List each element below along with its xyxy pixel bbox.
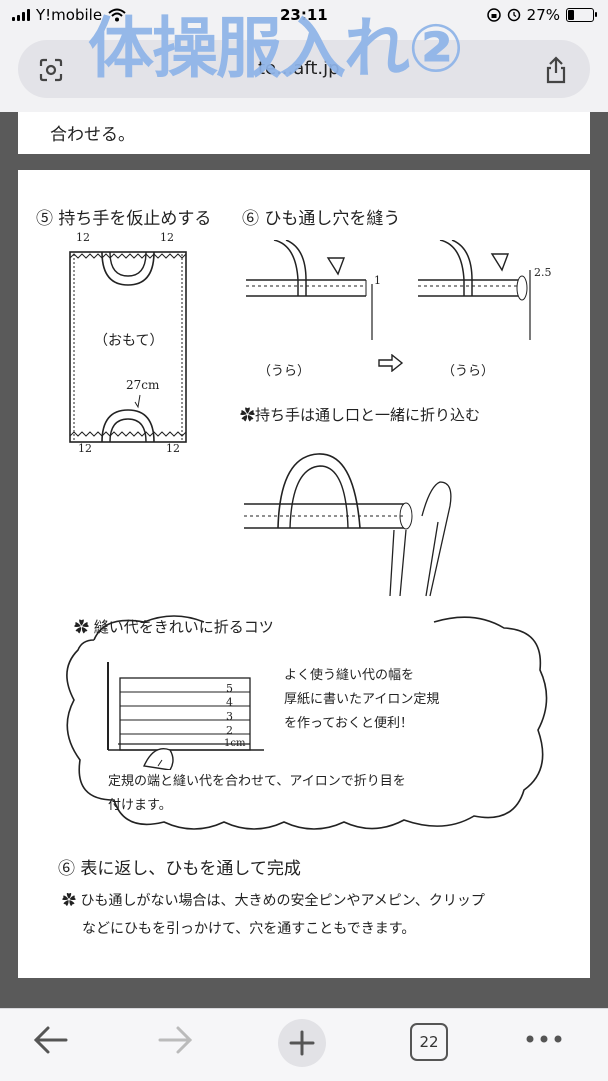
step6-dim1: 1: [374, 274, 381, 287]
arrow-right-icon: [378, 354, 404, 372]
ruler-mark-4: 4: [226, 696, 233, 709]
step5-label-bl: 12: [78, 442, 92, 455]
arrow-left-icon: [33, 1026, 68, 1054]
step5-face-label: （おもて）: [94, 333, 164, 349]
step6-diagram-right: [418, 240, 531, 340]
previous-text: 合わせる。: [50, 125, 135, 145]
step5-title: ⑤ 持ち手を仮止めする: [36, 209, 212, 229]
step6-back-label-2: （うら）: [442, 364, 495, 379]
step5-label-br: 12: [166, 442, 180, 455]
ruler-illustration: [107, 662, 264, 770]
status-bar: Y!mobile 23:11 27%: [0, 0, 608, 34]
tip-heading: ✿ 縫い代をきれいに折るコツ: [74, 618, 274, 636]
ruler-mark-1cm: 1cm: [224, 738, 246, 749]
arrow-right-icon: [158, 1026, 193, 1054]
step6-title: ⑥ ひも通し穴を縫う: [242, 209, 401, 229]
step5-label-tr: 12: [160, 231, 174, 244]
step5-diagram: [69, 251, 187, 443]
tip-caption-2: 付けます。: [108, 798, 172, 813]
step5-label-tl: 12: [76, 231, 90, 244]
tip-cloud-border: [66, 615, 548, 830]
step5-handle-length: 27cm: [126, 378, 160, 392]
tab-count: 22: [410, 1023, 448, 1061]
step6-handle-diagram: [244, 453, 452, 597]
tip-caption-1: 定規の端と縫い代を合わせて、アイロンで折り目を: [108, 774, 406, 789]
plus-icon: [289, 1030, 315, 1056]
page-current: ⑤ 持ち手を仮止めする 12 12 （おもて） 27cm 12 12 ⑥ ひも通…: [18, 170, 590, 978]
carrier-info: Y!mobile: [12, 6, 126, 24]
final-note-2: などにひもを引っかけて、穴を通すこともできます。: [82, 921, 416, 937]
final-step-title: ⑥ 表に返し、ひもを通して完成: [58, 859, 301, 879]
web-content[interactable]: 合わせる。 ⑤ 持ち手を仮止めする 12 12 （おもて） 27cm 12 12…: [0, 112, 608, 1008]
tip-text-3: を作っておくと便利！: [284, 716, 413, 731]
more-menu-button[interactable]: [524, 1029, 564, 1049]
tip-text-1: よく使う縫い代の幅を: [284, 668, 415, 683]
alarm-icon: [507, 8, 520, 22]
battery-percent: 27%: [526, 6, 560, 24]
new-tab-button[interactable]: [278, 1019, 326, 1067]
final-note-1: ✿ ひも通しがない場合は、大きめの安全ピンやアメピン、クリップ: [62, 893, 485, 909]
tip-text-2: 厚紙に書いたアイロン定規: [284, 692, 440, 707]
step6-dim2: 2.5: [534, 266, 552, 279]
carrier-name: Y!mobile: [36, 6, 103, 24]
ruler-mark-2: 2: [226, 724, 233, 737]
ruler-mark-5: 5: [226, 682, 233, 695]
forward-button[interactable]: [156, 1023, 196, 1057]
page-previous: 合わせる。: [18, 112, 590, 154]
step6-diagram-left: [246, 240, 373, 340]
address-bar[interactable]: te...aft.jp: [18, 40, 590, 98]
ruler-mark-3: 3: [226, 710, 233, 723]
browser-toolbar: 22: [0, 1008, 608, 1081]
signal-icon: [12, 9, 30, 21]
rotation-lock-icon: [486, 8, 501, 22]
tab-switcher-button[interactable]: 22: [410, 1023, 448, 1061]
wifi-icon: [108, 8, 126, 22]
share-icon[interactable]: [544, 56, 568, 84]
url-domain[interactable]: te...aft.jp: [258, 58, 340, 79]
more-icon: [526, 1035, 562, 1043]
overlay-title: 体操服入れ②: [88, 10, 464, 87]
battery-icon: [566, 8, 597, 22]
back-button[interactable]: [30, 1023, 70, 1057]
status-time: 23:11: [280, 6, 328, 24]
step6-note: ✿持ち手は通し口と一緒に折り込む: [240, 406, 481, 424]
step6-back-label-1: （うら）: [258, 364, 311, 379]
google-lens-icon[interactable]: [38, 57, 64, 83]
